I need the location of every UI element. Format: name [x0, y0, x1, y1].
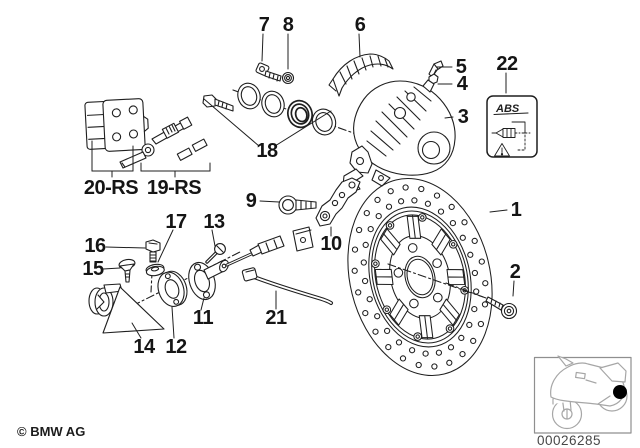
pivot-bolt-drawing [278, 195, 317, 215]
motorcycle-icon [550, 355, 628, 430]
part-callout-7[interactable]: 7 [258, 14, 270, 36]
part-callout-12[interactable]: 12 [165, 336, 187, 358]
part-callout-17[interactable]: 17 [165, 211, 187, 233]
part-callout-11[interactable]: 11 [192, 307, 214, 329]
washer-drawing [145, 263, 165, 277]
cable-tie-drawing [241, 267, 333, 305]
stop-bolt-drawing [145, 239, 161, 263]
bleed-cap-drawing [428, 60, 444, 78]
part-callout-10[interactable]: 10 [320, 233, 342, 255]
countersunk-screw-drawing [118, 258, 136, 283]
part-callout-1[interactable]: 1 [510, 199, 522, 221]
brake-disc-drawing [347, 177, 493, 377]
actuator-drawing [188, 226, 314, 301]
nut-drawing [281, 71, 295, 85]
part-callout-6[interactable]: 6 [354, 14, 366, 36]
disc-axis-line [387, 263, 487, 299]
part-callout-4[interactable]: 4 [456, 73, 468, 95]
part-callout-18[interactable]: 18 [256, 140, 278, 162]
part-callout-22[interactable]: 22 [496, 53, 518, 75]
gasket-drawing [157, 270, 188, 307]
part-callout-21[interactable]: 21 [265, 307, 287, 329]
part-callout-16[interactable]: 16 [84, 235, 106, 257]
vehicle-thumbnail [533, 355, 632, 434]
leader-lines [102, 33, 515, 339]
part-callout-8[interactable]: 8 [282, 14, 294, 36]
brake-pads-drawing [84, 98, 149, 152]
anchor-bracket-drawing [88, 283, 165, 334]
part-callout-14[interactable]: 14 [133, 336, 155, 358]
spring-drawing [328, 53, 394, 97]
copyright-text: © BMW AG [17, 424, 86, 439]
abs-sticker: ABS [486, 95, 538, 158]
seal-kit-drawing [202, 82, 337, 136]
part-callout-15[interactable]: 15 [82, 258, 104, 280]
part-callout-2[interactable]: 2 [509, 261, 521, 283]
repair-kit-drawing [119, 116, 208, 169]
image-number: 00026285 [537, 433, 602, 448]
group-brackets [91, 98, 332, 178]
part-callout-3[interactable]: 3 [457, 106, 469, 128]
disc-bolt-drawing [485, 296, 518, 320]
caliper-bolt-drawing [255, 62, 282, 82]
part-callout-5[interactable]: 5 [455, 56, 467, 78]
part-callout-13[interactable]: 13 [203, 211, 225, 233]
part-callout-19-RS[interactable]: 19-RS [146, 177, 202, 199]
part-location-dot [613, 385, 627, 399]
part-callout-9[interactable]: 9 [245, 190, 257, 212]
abs-sticker-text: ABS [495, 103, 520, 115]
bracket-drawing [315, 177, 361, 227]
caliper-drawing [342, 79, 456, 194]
part-callout-20-RS[interactable]: 20-RS [83, 177, 139, 199]
small-screw-drawing [205, 243, 226, 264]
